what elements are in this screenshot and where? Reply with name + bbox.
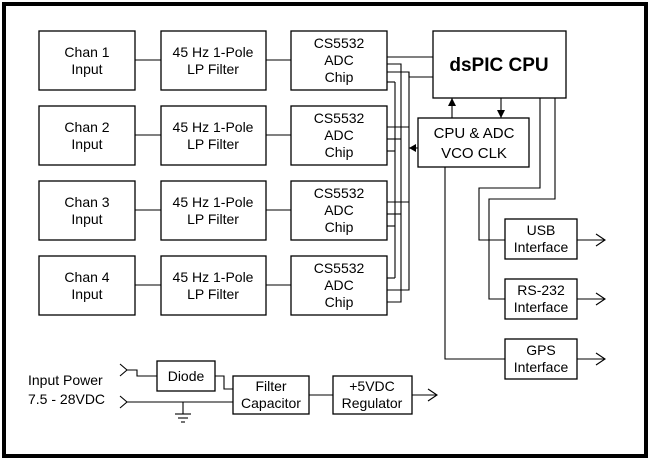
gps-interface-label: GPS [526,342,556,358]
chan-1-filter-label: 45 Hz 1-Pole [173,44,254,60]
chan-1-adc-block [290,30,388,91]
chan-2-adc-block [290,105,388,166]
vco-to-gps-line [444,167,505,360]
chan-2-filter-label-2: LP Filter [187,136,239,152]
vco-clock-label: CPU & ADC [434,125,515,142]
chan-4-adc-block [290,255,388,316]
cpu-section: dsPIC CPU CPU & ADC VCO CLK [417,30,567,168]
vco-clk-arrowhead [409,144,416,152]
chan-4-filter-block [160,255,267,316]
chan-4-adc-label-3: Chip [325,294,354,310]
vco-clock-block [417,117,530,168]
chan-2-adc-label-2: ADC [324,127,354,143]
vco-clock-label-2: VCO CLK [441,145,507,162]
channel-1: Chan 1 Input 45 Hz 1-Pole LP Filter CS55… [38,30,388,91]
input-voltage-label: 7.5 - 28VDC [28,391,105,407]
input-power-label: Input Power [28,372,103,388]
filter-capacitor-label: Filter [255,378,286,394]
chan-4-input-label: Chan 4 [64,269,109,285]
chan-4-adc-label: CS5532 [314,260,365,276]
chan-4-adc-label-2: ADC [324,277,354,293]
regulator-block [332,375,413,415]
rs232-interface-block [504,278,578,320]
chan-1-filter-block [160,30,267,91]
diode-label: Diode [168,368,205,384]
channel-2: Chan 2 Input 45 Hz 1-Pole LP Filter CS55… [38,105,388,166]
regulator-label: +5VDC [349,378,395,394]
chan-3-adc-label-2: ADC [324,202,354,218]
usb-output-arrowhead [595,233,606,247]
power-positive-wire [127,369,157,377]
regulator-output-arrowhead [427,388,438,402]
chan-1-adc-label-3: Chip [325,69,354,85]
gps-interface-label-2: Interface [514,359,569,375]
cpu-to-rs232-line [488,98,556,300]
chan-2-input-label: Chan 2 [64,119,109,135]
filter-capacitor-label-2: Capacitor [241,395,301,411]
chan-2-adc-label-3: Chip [325,144,354,160]
regulator-label-2: Regulator [342,395,403,411]
vco-to-cpu-arrowhead [448,98,456,106]
chan-3-adc-label-3: Chip [325,219,354,235]
cpu-block [432,30,567,99]
chan-3-adc-block [290,180,388,241]
chan-1-filter-label-2: LP Filter [187,61,239,77]
power-input-connector-bottom [119,395,128,409]
chan-1-input-block [38,30,136,91]
chan-3-filter-label: 45 Hz 1-Pole [173,194,254,210]
filter-capacitor-block [232,375,310,415]
cpu-to-vco-arrowhead [497,110,505,118]
cpu-label: dsPIC CPU [449,55,548,76]
chan-4-filter-label-2: LP Filter [187,286,239,302]
chan-2-input-label-2: Input [71,136,102,152]
chan-2-adc-label: CS5532 [314,110,365,126]
chan-4-input-label-2: Input [71,286,102,302]
chan-2-filter-label: 45 Hz 1-Pole [173,119,254,135]
chan-3-adc-label: CS5532 [314,185,365,201]
chan-1-adc-label-2: ADC [324,52,354,68]
cpu-to-usb-line [478,98,541,241]
gps-interface-block [504,338,578,380]
chan-1-input-label-2: Input [71,61,102,77]
usb-interface-label: USB [527,222,556,238]
rs232-interface-label: RS-232 [517,282,565,298]
diode-to-filter-wire [215,375,233,390]
adc-data-bus-a [387,63,402,303]
gps-output-arrowhead [595,352,606,366]
adc-data-bus-b [387,71,433,78]
chan-1-adc-label: CS5532 [314,35,365,51]
channel-4: Chan 4 Input 45 Hz 1-Pole LP Filter CS55… [38,255,388,316]
adc-bus [387,56,433,303]
chan-1-input-label: Chan 1 [64,44,109,60]
chan-2-input-block [38,105,136,166]
usb-interface-block [504,218,578,260]
chan-3-filter-label-2: LP Filter [187,211,239,227]
rs232-interface-label-2: Interface [514,299,569,315]
interfaces-section: USB Interface RS-232 Interface GPS Inter… [444,98,606,380]
chan-3-input-label-2: Input [71,211,102,227]
chan-2-filter-block [160,105,267,166]
chan-4-filter-label: 45 Hz 1-Pole [173,269,254,285]
channel-3: Chan 3 Input 45 Hz 1-Pole LP Filter CS55… [38,180,388,241]
chan-3-input-label: Chan 3 [64,194,109,210]
rs232-output-arrowhead [595,292,606,306]
power-input-connector-top [119,363,128,377]
usb-interface-label-2: Interface [514,239,569,255]
adc-data-bus-c [387,72,410,291]
power-section: Input Power 7.5 - 28VDC Diode Filter Cap… [28,360,438,423]
chan-4-input-block [38,255,136,316]
